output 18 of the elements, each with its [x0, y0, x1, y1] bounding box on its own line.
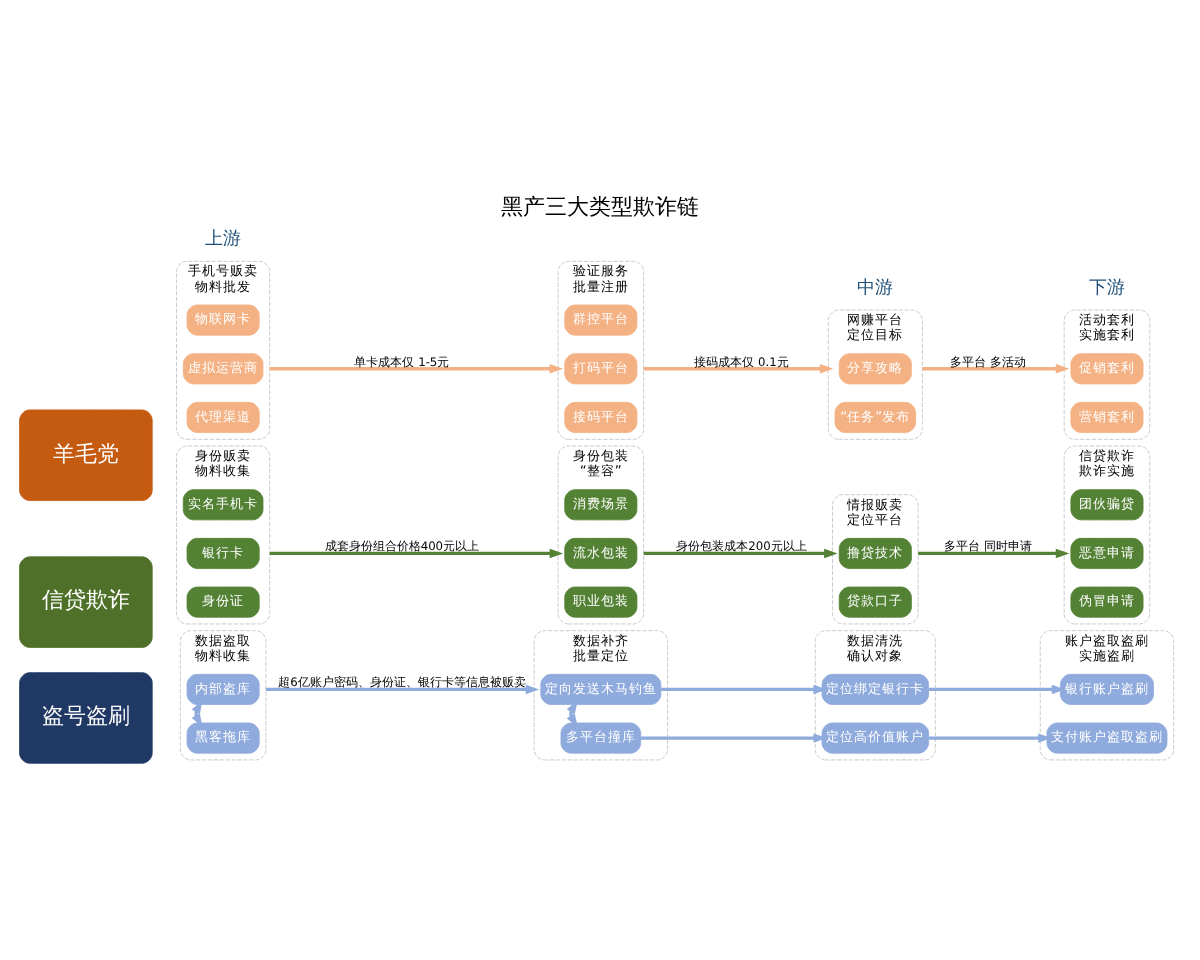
- node-box: 信贷欺诈: [19, 556, 153, 648]
- diagram-title: 黑产三大类型欺诈链: [501, 194, 699, 221]
- arrow: [918, 548, 1070, 559]
- arrow: [643, 364, 834, 374]
- arrow: [928, 684, 1066, 695]
- arrow: [269, 548, 564, 559]
- node-box: 羊毛党: [19, 409, 153, 501]
- arrow: [928, 733, 1052, 743]
- arrow: [269, 364, 564, 374]
- label: 上游: [205, 228, 242, 251]
- arrow: [660, 684, 827, 695]
- arrow: [640, 733, 827, 743]
- arrow: [265, 684, 540, 695]
- label: 下游: [1088, 276, 1125, 299]
- arrow: [643, 548, 838, 559]
- arrow: [922, 364, 1070, 374]
- label: 中游: [857, 276, 894, 299]
- node-box: 盗号盗刷: [19, 672, 153, 764]
